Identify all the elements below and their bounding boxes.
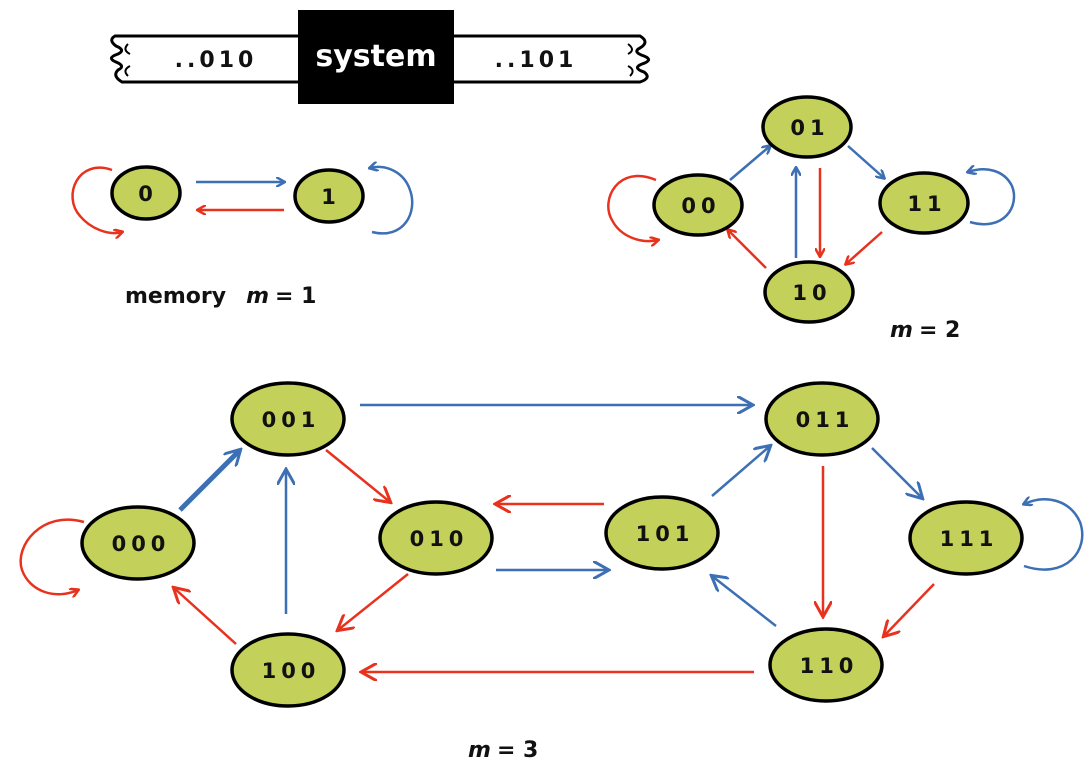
system-label: system [315,39,436,74]
loop-1 [370,167,414,235]
tape-strip-output [450,34,650,84]
node-label: 1 [321,185,341,209]
node-10: 10 [763,260,855,324]
edge-101-011 [711,446,770,497]
graph-m2: 00 01 11 10 m= 2 [607,95,1016,343]
tape-input-bits: ..010 [175,48,258,73]
system-box [298,10,454,104]
tape-strip [110,34,302,84]
node-110: 110 [768,627,884,703]
tape-diagram: system ..010 ..101 [110,10,650,104]
edge-110-101 [712,576,777,627]
node-100: 100 [230,632,346,708]
node-111: 111 [908,500,1024,576]
loop-0 [71,166,122,233]
node-label: 000 [112,532,171,556]
m2-label: m= 2 [890,318,960,343]
node-label: 01 [790,116,829,140]
node-0: 0 [110,165,182,221]
edge-111-110 [884,583,935,636]
edge-01-11 [847,145,884,178]
node-label: 110 [800,654,859,678]
node-01: 01 [761,95,853,159]
loop-00 [607,174,658,241]
edge-010-100 [338,573,409,630]
edge-001-010 [325,449,390,502]
node-label: 11 [907,192,946,216]
node-label: 0 [138,182,158,206]
node-label: 10 [792,281,831,305]
edge-000-001 [178,450,240,512]
node-label: 011 [796,408,855,432]
tape-output-bits: ..101 [495,48,578,73]
loop-11 [968,169,1016,226]
node-label: 101 [636,522,695,546]
node-010: 010 [378,500,494,576]
node-label: 111 [940,527,999,551]
edge-10-00 [728,230,767,269]
node-label: 010 [410,527,469,551]
node-label: 00 [681,194,720,218]
node-011: 011 [764,381,880,457]
edge-00-01 [729,146,770,181]
node-label: 001 [262,408,321,432]
loop-000 [19,518,85,595]
loop-111 [1024,499,1084,571]
node-11: 11 [878,171,970,235]
node-101: 101 [604,495,720,571]
node-000: 000 [80,505,196,581]
m3-label: m= 3 [468,738,538,763]
node-1: 1 [293,168,365,224]
node-label: 100 [262,659,321,683]
edge-100-000 [174,588,237,645]
node-00: 00 [652,173,744,237]
edge-11-10 [846,231,883,264]
graph-m3: 000 001 010 011 101 100 110 111 [19,381,1084,763]
node-001: 001 [230,381,346,457]
edge-011-111 [871,447,922,498]
